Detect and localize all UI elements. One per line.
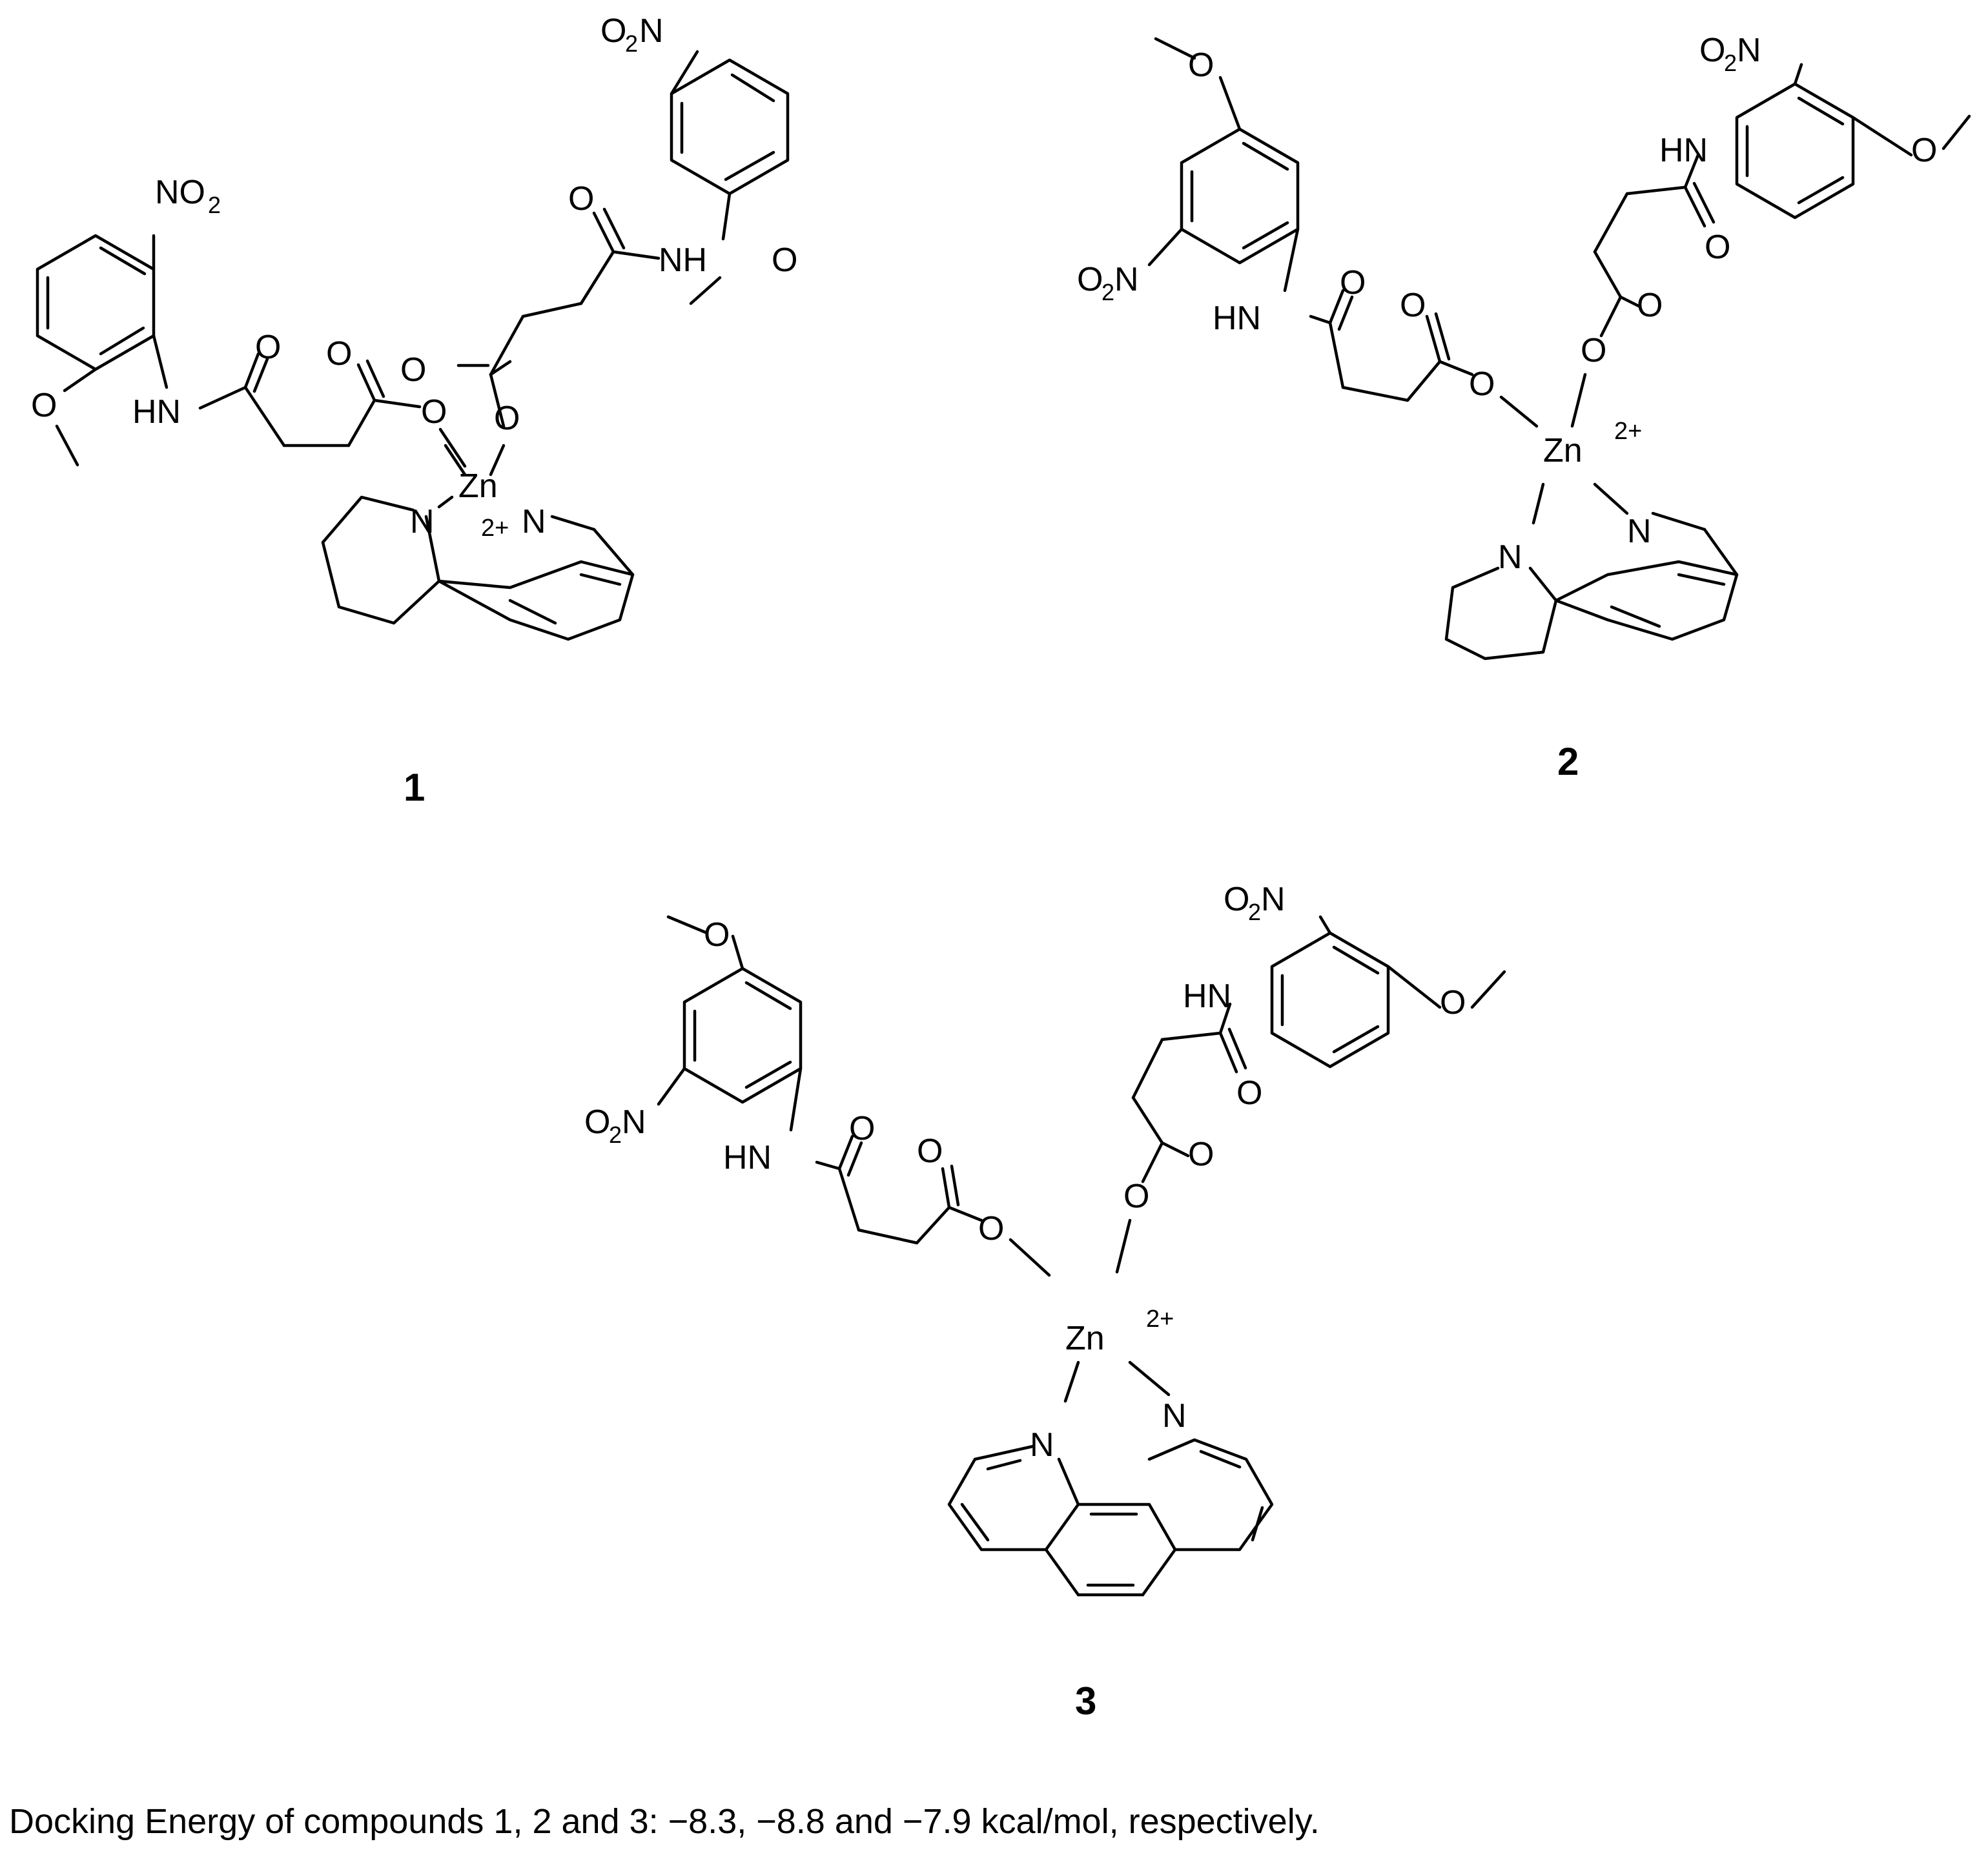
docking-energy-caption: Docking Energy of compounds 1, 2 and 3: … (9, 1802, 1320, 1841)
atom-label: N (1498, 538, 1522, 576)
compound-3-structure (657, 915, 1506, 1597)
compound-1-atom-labels: NO 2 O HN O O O O O O NH O O 2 N Zn N 2+… (31, 12, 797, 542)
atom-label: NO (155, 174, 205, 211)
atom-label: O (255, 329, 281, 366)
atom-label: O (1236, 1074, 1262, 1112)
atom-label: O (1705, 229, 1730, 266)
compound-label-2: 2 (1557, 740, 1579, 783)
atom-label: N (1627, 513, 1652, 550)
atom-subscript: 2 (208, 192, 221, 218)
atom-label: O (400, 351, 426, 389)
atom-subscript: 2 (609, 1122, 622, 1148)
atom-label: O (1440, 984, 1466, 1021)
compound-label-1: 1 (404, 766, 425, 809)
atom-label: HN (132, 393, 181, 431)
atom-label: N (1737, 32, 1761, 69)
compound-1-structure (36, 50, 790, 641)
compound-label-3: 3 (1075, 1679, 1096, 1723)
atom-label: N (1114, 261, 1139, 298)
atom-label: O (1340, 264, 1366, 302)
atom-label: Zn (1543, 432, 1583, 469)
atom-subscript: 2 (1102, 279, 1114, 305)
atom-label: Zn (1065, 1320, 1105, 1357)
atom-label: O (1188, 46, 1214, 84)
charge-label: 2+ (1614, 418, 1642, 445)
compound-2-atom-labels: O O 2 N HN O O O O O O HN O 2 N O Zn 2+ … (1077, 32, 1937, 576)
atom-label: O (1699, 32, 1725, 69)
atom-label: O (704, 916, 730, 954)
atom-label: O (772, 241, 797, 279)
atom-label: HN (1659, 132, 1708, 169)
charge-label: 2+ (1146, 1306, 1174, 1333)
atom-label: O (1469, 365, 1495, 403)
atom-label: N (639, 12, 664, 50)
atom-label: O (568, 180, 594, 218)
compound-3-atom-labels: O O 2 N HN O O O O O O HN O 2 N O Zn 2+ … (584, 881, 1466, 1464)
atom-label: HN (1183, 978, 1231, 1015)
atom-label: N (410, 503, 435, 540)
atom-label: O (600, 12, 626, 50)
atom-label: O (1581, 332, 1606, 369)
atom-label: O (1224, 881, 1249, 918)
charge-label: 2+ (481, 515, 509, 542)
atom-label: Zn (458, 467, 498, 505)
atom-label: O (31, 387, 57, 424)
atom-label: O (1911, 132, 1937, 169)
atom-label: HN (1213, 300, 1261, 337)
atom-label: O (1188, 1136, 1214, 1173)
atom-label: O (978, 1210, 1004, 1247)
atom-label: O (1637, 287, 1663, 324)
atom-label: O (849, 1110, 875, 1147)
compound-2-structure (1147, 37, 1971, 661)
atom-label: O (1123, 1178, 1149, 1215)
atom-label: O (1400, 287, 1426, 324)
atom-label: O (494, 400, 520, 437)
atom-label: O (1077, 261, 1103, 298)
atom-label: O (421, 393, 447, 431)
atom-label: NH (659, 241, 707, 279)
atom-label: N (1162, 1397, 1187, 1435)
atom-label: N (1030, 1426, 1054, 1464)
atom-label: O (584, 1103, 610, 1141)
atom-label: O (326, 335, 352, 373)
atom-subscript: 2 (1248, 899, 1261, 925)
atom-subscript: 2 (1724, 50, 1737, 76)
atom-label: N (522, 503, 546, 540)
atom-subscript: 2 (625, 30, 638, 57)
atom-label: O (917, 1133, 943, 1170)
atom-label: N (622, 1103, 646, 1141)
atom-label: HN (723, 1139, 772, 1176)
atom-label: N (1261, 881, 1286, 918)
